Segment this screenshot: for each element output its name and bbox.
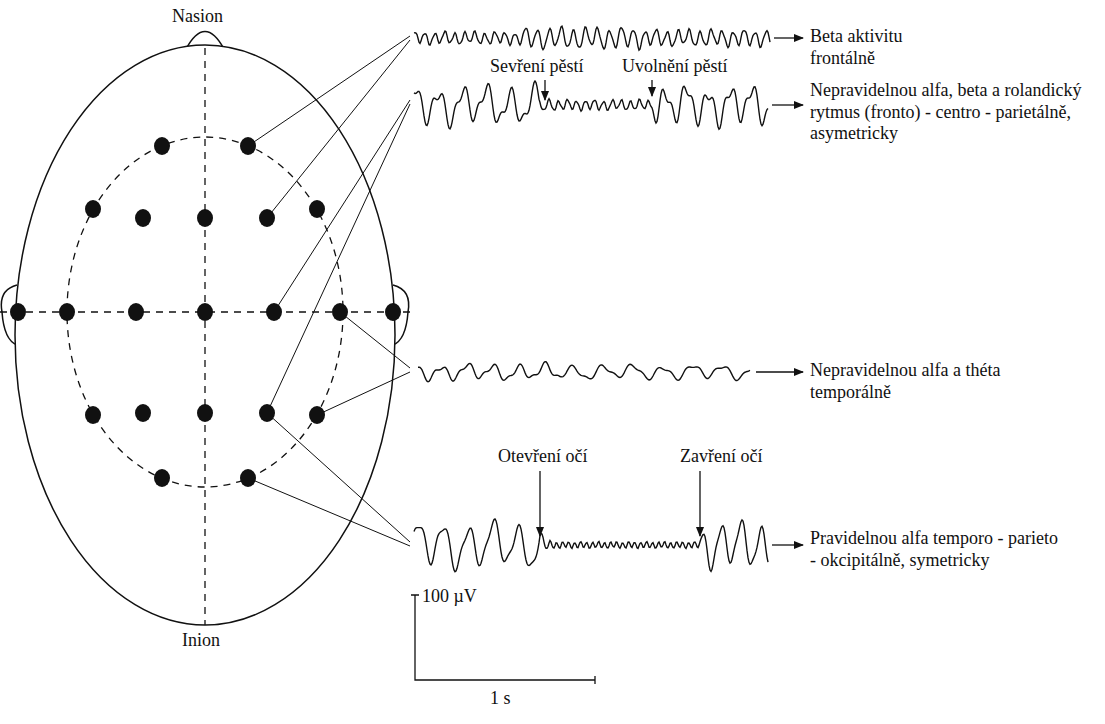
leader-line [267,413,410,542]
leader-line [340,312,410,368]
electrode [385,303,401,321]
electrode [197,404,213,422]
event-arrow [651,80,652,96]
electrode [154,137,170,155]
pointer-arrow [756,371,803,372]
midline [204,48,205,625]
electrode [240,469,256,487]
leader-line [267,104,410,413]
electrode [259,209,275,227]
rhythm-description: Nepravidelnou alfa a théta temporálně [810,360,1025,403]
event-label: Uvolnění pěstí [622,56,728,78]
pointer-arrows [540,38,803,545]
electrode [259,404,275,422]
electrode [240,137,256,155]
electrodes [10,137,401,487]
pointer-arrow [774,37,803,38]
leader-line [248,478,410,546]
rhythm-description: Pravidelnou alfa temporo - parieto - okc… [810,528,1065,571]
event-label: Otevření očí [498,446,587,468]
event-label: Zavření očí [680,446,762,468]
scale-bar [411,595,595,684]
electrode [59,303,75,321]
head-outline [15,45,395,625]
event-arrow [539,471,540,536]
eeg-trace [414,519,768,572]
leader-line [274,100,410,312]
scale-label: 100 µV [422,586,477,608]
pointer-arrow [772,104,803,105]
scale-label: 1 s [490,688,511,710]
eeg-trace [414,26,770,50]
event-arrow [699,471,700,536]
rhythm-description: Beta aktivitu frontálně [810,26,940,69]
event-label: Sevření pěstí [490,56,583,78]
pointer-arrow [772,544,803,545]
electrode [85,406,101,424]
eeg-traces [414,26,770,572]
electrode [10,303,26,321]
electrode [309,406,325,424]
rhythm-description: Nepravidelnou alfa, beta a rolandický ry… [810,80,1082,145]
electrode [266,303,282,321]
landmark-label: Inion [182,630,220,652]
electrode [197,209,213,227]
event-arrow [544,80,545,100]
electrode [135,404,151,422]
electrode [197,303,213,321]
leader-line [267,40,410,218]
leader-line [248,36,410,146]
electrode [128,303,144,321]
electrode [135,209,151,227]
eeg-trace [414,81,768,129]
leader-lines [248,36,410,546]
electrode [85,200,101,218]
electrode [332,303,348,321]
electrode [309,200,325,218]
leader-line [317,372,410,415]
electrode [154,469,170,487]
eeg-trace [418,362,750,382]
landmark-label: Nasion [172,6,223,28]
